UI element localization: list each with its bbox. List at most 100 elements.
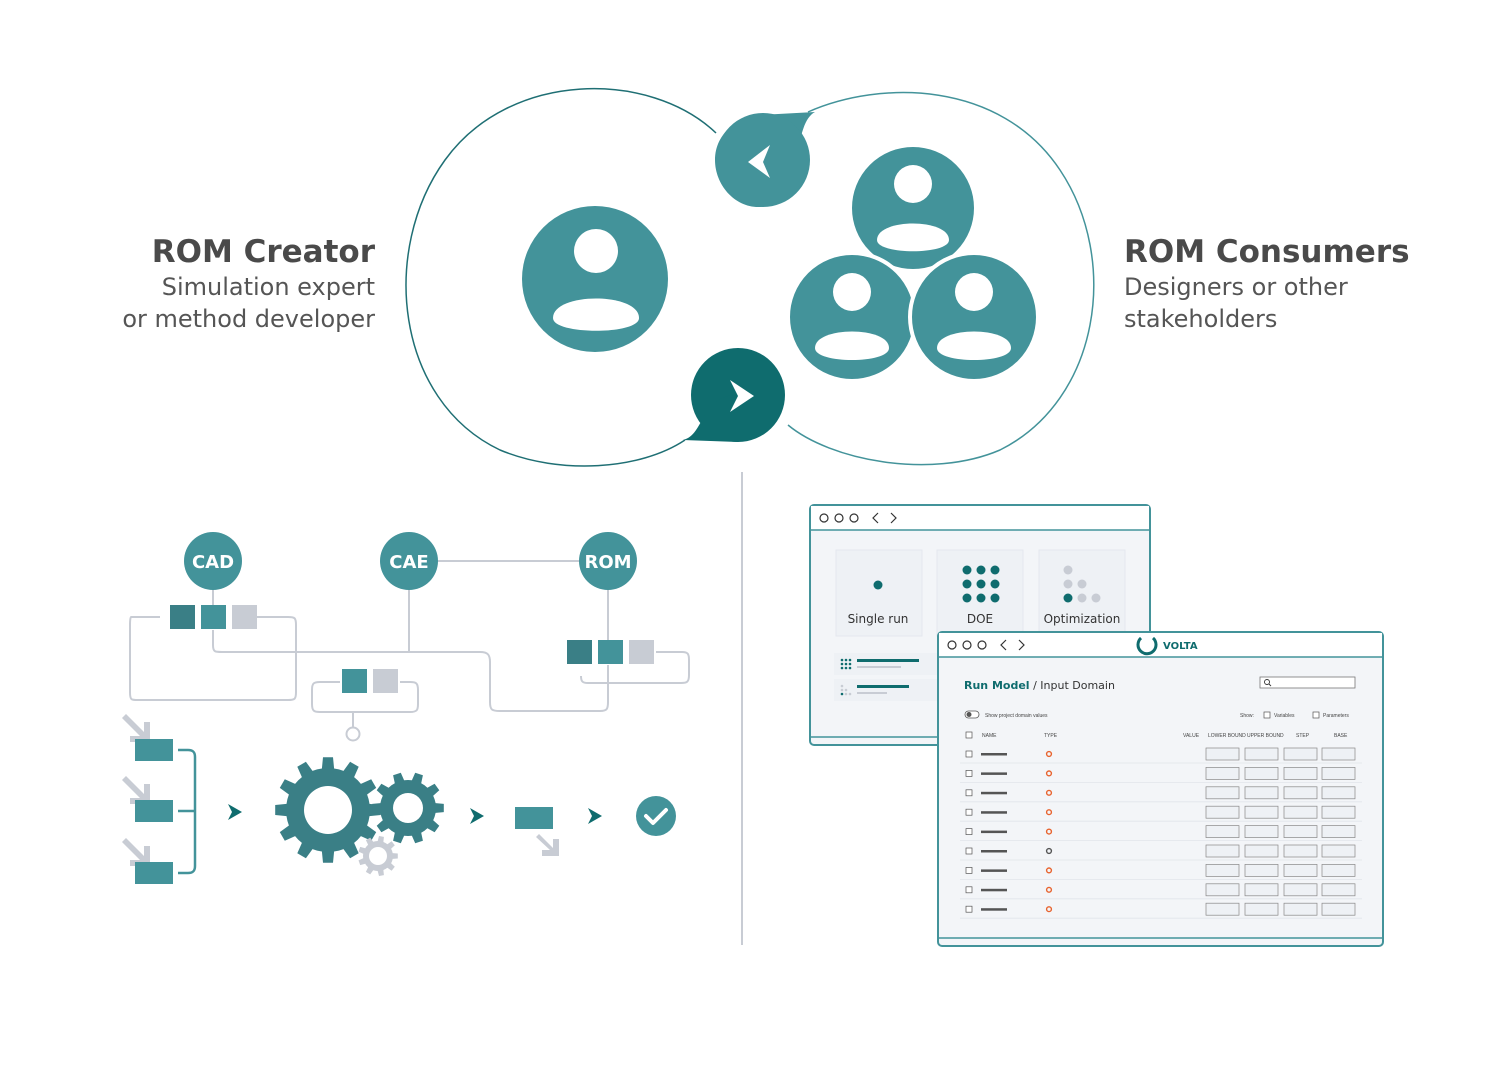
option-optimization: Optimization: [1044, 612, 1121, 626]
creator-title: ROM Creator: [152, 234, 376, 270]
row-checkbox: [965, 886, 973, 894]
type-icon: [1045, 828, 1053, 835]
table-row[interactable]: [960, 786, 1362, 803]
gear-small-icon: [358, 836, 398, 876]
consumers-avatar-group-icon: [786, 143, 1040, 383]
bound-input: [1321, 864, 1356, 877]
type-icon: [1045, 789, 1053, 796]
consumers-title: ROM Consumers: [1124, 234, 1410, 270]
type-icon: [1045, 847, 1053, 855]
creator-subtitle-line1: Simulation expert: [162, 273, 375, 301]
creator-subtitle-line2: or method developer: [122, 305, 375, 333]
row-checkbox: [965, 770, 973, 777]
breadcrumb-link[interactable]: Run Model: [964, 679, 1030, 692]
bound-input: [1283, 786, 1318, 800]
optimization-icon: [1063, 565, 1101, 603]
node-label: CAD: [192, 552, 234, 573]
consumer-avatar-icon: [848, 143, 978, 273]
column-header: TYPE: [1044, 733, 1058, 739]
bound-input: [1321, 902, 1356, 916]
table-row[interactable]: [960, 747, 1362, 764]
list-doe-icon: [840, 658, 852, 670]
bound-input: [1283, 805, 1318, 819]
column-header: NAME: [982, 733, 997, 739]
row-checkbox: [965, 867, 973, 874]
bound-input: [1321, 747, 1356, 761]
parameters-checkbox[interactable]: [1312, 711, 1320, 719]
column-header: BASE: [1334, 733, 1348, 739]
chevron-right-icon: [890, 512, 897, 524]
bound-input: [1244, 883, 1279, 897]
bound-input: [1244, 864, 1279, 877]
bound-input: [1244, 844, 1279, 858]
chevron-right-icon: [588, 808, 602, 824]
breadcrumb: Run Model / Input Domain: [964, 679, 1115, 692]
bound-input: [1205, 902, 1240, 916]
select-all-checkbox[interactable]: [965, 731, 973, 739]
check-circle-icon: [636, 796, 676, 836]
show-label: Show:: [1240, 713, 1254, 719]
table-row[interactable]: [960, 805, 1362, 822]
chevron-right-icon: [470, 808, 484, 824]
bound-input: [1321, 825, 1356, 838]
bound-input: [1283, 844, 1318, 858]
consumer-avatar-icon: [908, 251, 1040, 383]
exchange-loop: [405, 88, 1095, 467]
chevron-left-icon: [1000, 639, 1007, 651]
option-single-run: Single run: [848, 612, 909, 626]
table-body: [960, 747, 1362, 919]
consumer-avatar-icon: [786, 251, 918, 383]
consumers-subtitle-line1: Designers or other: [1124, 273, 1348, 301]
doe-grid-icon: [962, 565, 1000, 603]
input-blocks: [135, 739, 173, 884]
row-checkbox: [965, 750, 973, 758]
node-label: CAE: [389, 552, 428, 573]
table-row[interactable]: [960, 864, 1362, 880]
bound-input: [1205, 844, 1240, 858]
bound-input: [1283, 902, 1318, 916]
workflow-node-rom: ROM: [579, 532, 637, 590]
type-icon: [1045, 809, 1053, 816]
column-header: VALUE: [1183, 733, 1200, 739]
bound-input: [1205, 825, 1240, 838]
arrow-left-icon: [748, 145, 770, 178]
bound-input: [1205, 786, 1240, 800]
brand-name: VOLTA: [1163, 641, 1198, 652]
row-checkbox: [965, 828, 973, 835]
bound-input: [1283, 825, 1318, 838]
parameters-label: Parameters: [1323, 713, 1349, 719]
type-icon: [1045, 886, 1053, 893]
creator-avatar-icon: [522, 206, 668, 352]
bound-input: [1205, 864, 1240, 877]
output-arrow-icon: [536, 834, 559, 856]
bound-input: [1205, 767, 1240, 780]
bound-input: [1205, 747, 1240, 761]
bound-input: [1283, 883, 1318, 897]
bound-input: [1283, 864, 1318, 877]
type-icon: [1045, 867, 1053, 874]
project-domain-toggle[interactable]: [964, 710, 980, 719]
table-row[interactable]: [960, 767, 1362, 783]
arrow-right-icon: [730, 380, 754, 412]
window-front: VOLTA Run Model / Input Domain Show proj…: [937, 631, 1384, 947]
gear-medium-icon: [372, 772, 444, 844]
table-row[interactable]: [960, 902, 1362, 919]
column-header: UPPER BOUND: [1247, 733, 1284, 739]
chevron-left-icon: [872, 512, 879, 524]
table-row[interactable]: [960, 844, 1362, 861]
search-icon: [1264, 679, 1270, 685]
bound-input: [1321, 805, 1356, 819]
row-checkbox: [965, 789, 973, 797]
bound-input: [1283, 747, 1318, 761]
search-input[interactable]: [1259, 676, 1356, 689]
list-optimization-icon: [840, 684, 852, 696]
variables-checkbox[interactable]: [1263, 711, 1271, 719]
chevron-right-icon: [1018, 639, 1025, 651]
bound-input: [1321, 767, 1356, 780]
table-row[interactable]: [960, 883, 1362, 900]
table-row[interactable]: [960, 825, 1362, 841]
row-checkbox: [965, 808, 973, 816]
type-icon: [1045, 770, 1053, 777]
consumers-subtitle-line2: stakeholders: [1124, 305, 1277, 333]
bound-input: [1244, 825, 1279, 838]
